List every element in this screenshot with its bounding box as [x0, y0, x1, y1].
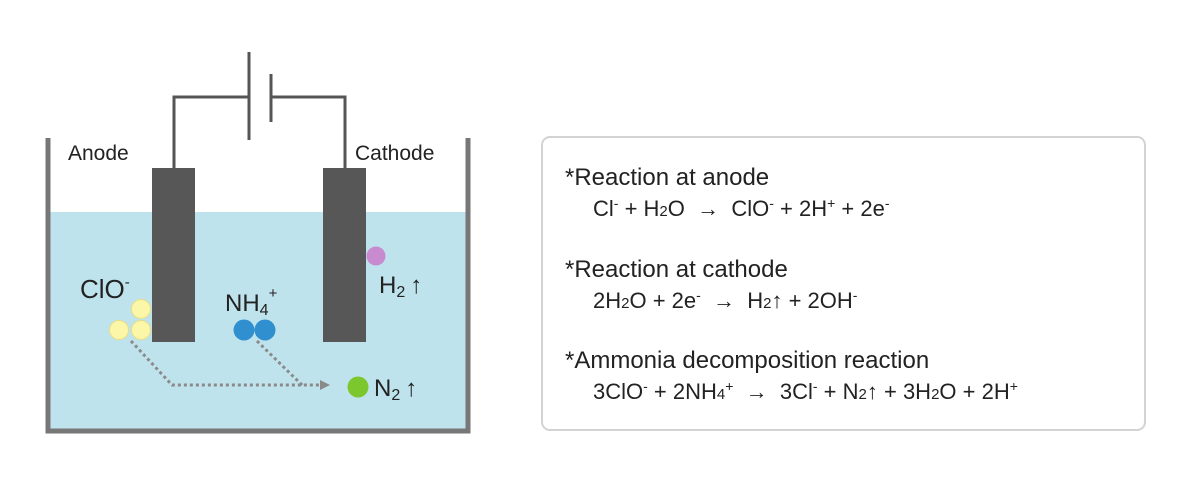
tank-wall	[45, 138, 471, 434]
anode-reaction-section: *Reaction at anode Cl- + H2O → ClO- + 2H…	[565, 164, 890, 222]
equation-term: -	[769, 195, 774, 211]
equation-term: 2	[858, 386, 867, 403]
equation-term: Cl	[593, 196, 614, 221]
cathode-reaction-equation: 2H2O + 2e- → H2↑ + 2OH-	[593, 288, 857, 314]
hydrogen-gas-label: H2↑	[379, 272, 422, 301]
ammonium-ion-label: NH4+	[225, 285, 278, 319]
equation-term: -	[884, 195, 890, 211]
cathode-electrode	[323, 168, 366, 342]
equation-term: -	[613, 195, 619, 211]
equation-term: 2	[621, 295, 630, 312]
equation-term: +	[827, 195, 836, 211]
equation-term: -	[643, 378, 648, 394]
equation-term: + 2e	[835, 196, 885, 221]
equation-term: O → ClO	[667, 196, 770, 221]
cathode-label: Cathode	[355, 142, 434, 165]
electrolyte	[50, 212, 466, 430]
nitrogen-gas-label: N2↑	[374, 375, 417, 404]
power-source	[172, 52, 347, 170]
clo-ion-particles	[109, 299, 151, 340]
nitrogen-bubble	[347, 376, 369, 398]
equation-term: -	[852, 287, 858, 303]
equation-term: -	[696, 287, 701, 303]
equation-term: ↑ + 2OH	[771, 288, 853, 313]
cathode-reaction-section: *Reaction at cathode 2H2O + 2e- → H2↑ + …	[565, 256, 857, 314]
reaction-equations-panel: *Reaction at anode Cl- + H2O → ClO- + 2H…	[541, 136, 1146, 431]
equation-term: +	[725, 378, 734, 394]
anode-label: Anode	[68, 142, 129, 165]
equation-term: + 2H	[773, 196, 828, 221]
equation-term: 2H	[593, 288, 622, 313]
equation-term: 3ClO	[593, 379, 644, 404]
equation-term: 2	[763, 295, 772, 312]
equation-term: O + 2H	[939, 379, 1010, 404]
equation-term: → 3Cl	[733, 379, 813, 404]
ammonium-ion-particles	[233, 319, 276, 341]
equation-term: + H	[618, 196, 660, 221]
equation-term: → H	[700, 288, 764, 313]
equation-term: 4	[716, 386, 726, 403]
equation-term: +	[1009, 378, 1018, 394]
anode-electrode	[152, 168, 195, 342]
anode-reaction-heading: *Reaction at anode	[565, 164, 770, 191]
clo-ion-label: ClO-	[80, 274, 130, 304]
ammonia-decomposition-equation: 3ClO- + 2NH4+ → 3Cl- + N2↑ + 3H2O + 2H+	[593, 379, 1018, 405]
ammonia-decomposition-section: *Ammonia decomposition reaction 3ClO- + …	[565, 347, 1018, 405]
cathode-reaction-heading: *Reaction at cathode	[565, 256, 788, 283]
equation-term: -	[812, 378, 818, 394]
equation-term: 2	[931, 386, 940, 403]
equation-term: 2	[659, 203, 668, 220]
equation-term: ↑ + 3H	[866, 379, 932, 404]
equation-term: O + 2e	[629, 288, 697, 313]
reaction-path-arrows	[129, 339, 330, 390]
hydrogen-bubble	[366, 246, 386, 266]
ammonia-decomposition-heading: *Ammonia decomposition reaction	[565, 347, 930, 374]
anode-reaction-equation: Cl- + H2O → ClO- + 2H+ + 2e-	[593, 196, 890, 222]
equation-term: + N	[817, 379, 859, 404]
equation-term: + 2NH	[647, 379, 717, 404]
electrolysis-cell-diagram: Anode Cathode ClO- NH4+ H2↑ N2↑	[45, 52, 471, 434]
